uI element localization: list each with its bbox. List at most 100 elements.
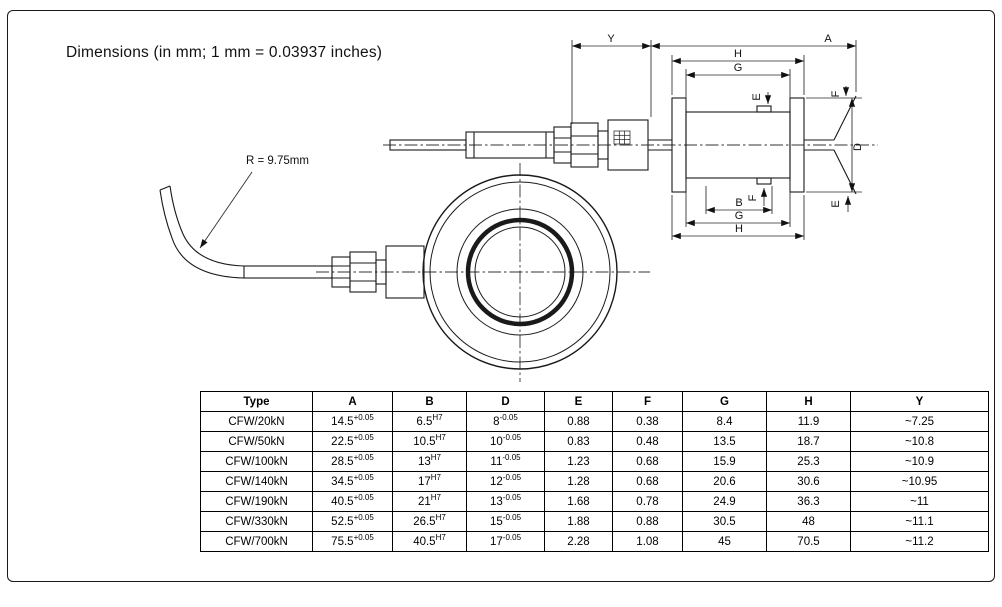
dim-label-G-bottom: G: [735, 210, 744, 222]
table-cell: 15.9: [682, 451, 767, 472]
dim-label-H-bottom: H: [735, 223, 743, 235]
table-cell: 48: [766, 511, 851, 532]
dim-label-E-bottom: E: [830, 200, 842, 207]
table-cell: 17-0.05: [466, 531, 545, 552]
dim-label-B: B: [735, 197, 742, 209]
dim-label-G-top: G: [734, 62, 743, 74]
table-cell: 1.08: [612, 531, 683, 552]
bottom-boss: [756, 177, 772, 185]
table-cell: 1.23: [544, 451, 613, 472]
column-header: B: [392, 391, 467, 412]
table-cell: 36.3: [766, 491, 851, 512]
table-cell: ~11.2: [850, 531, 989, 552]
table-cell: 11.9: [766, 411, 851, 432]
dimension-lines: [571, 40, 862, 240]
table-cell: 22.5+0.05: [312, 431, 393, 452]
table-cell: ~11.1: [850, 511, 989, 532]
table-cell: 13H7: [392, 451, 467, 472]
table-cell: 70.5: [766, 531, 851, 552]
radius-note-text: R = 9.75mm: [246, 155, 309, 167]
table-cell: 10.5H7: [392, 431, 467, 452]
table-cell: 40.5+0.05: [312, 491, 393, 512]
flare-top: [833, 95, 857, 141]
section-view: [648, 95, 857, 195]
column-header: H: [766, 391, 851, 412]
table-cell: ~10.8: [850, 431, 989, 452]
table-cell: 1.68: [544, 491, 613, 512]
connector-block-front: [385, 245, 425, 299]
top-boss: [756, 105, 772, 113]
table-cell: CFW/50kN: [200, 431, 313, 452]
table-cell: 75.5+0.05: [312, 531, 393, 552]
table-cell: 30.5: [682, 511, 767, 532]
center-lines: [316, 144, 878, 382]
table-cell: 8.4: [682, 411, 767, 432]
radius-note: R = 9.75mm: [199, 155, 309, 249]
dim-label-E-top: E: [751, 93, 763, 100]
table-cell: ~7.25: [850, 411, 989, 432]
dimension-labels: Y A H G E F D F E B G H: [607, 33, 864, 235]
table-cell: 0.88: [612, 511, 683, 532]
page-title: Dimensions (in mm; 1 mm = 0.03937 inches…: [66, 44, 383, 61]
table-cell: CFW/330kN: [200, 511, 313, 532]
table-cell: 14.5+0.05: [312, 411, 393, 432]
column-header: Type: [200, 391, 313, 412]
side-view: [389, 119, 649, 171]
table-cell: CFW/20kN: [200, 411, 313, 432]
dim-label-F-bottom: F: [747, 194, 759, 201]
table-cell: 40.5H7: [392, 531, 467, 552]
table-cell: 1.28: [544, 471, 613, 492]
table-cell: 28.5+0.05: [312, 451, 393, 472]
table-cell: 0.83: [544, 431, 613, 452]
dim-label-A: A: [824, 33, 832, 45]
table-cell: 0.68: [612, 451, 683, 472]
table-cell: 30.6: [766, 471, 851, 492]
column-header: A: [312, 391, 393, 412]
table-cell: CFW/100kN: [200, 451, 313, 472]
cable-bend: [159, 185, 245, 279]
column-header: Y: [850, 391, 989, 412]
connector-block: [607, 119, 649, 171]
table-cell: 34.5+0.05: [312, 471, 393, 492]
table-cell: 20.6: [682, 471, 767, 492]
table-cell: 0.78: [612, 491, 683, 512]
table-cell: 25.3: [766, 451, 851, 472]
table-cell: 45: [682, 531, 767, 552]
table-cell: ~10.9: [850, 451, 989, 472]
table-cell: 18.7: [766, 431, 851, 452]
flare-bottom: [833, 149, 857, 195]
table-cell: 0.88: [544, 411, 613, 432]
radius-leader-arrow: [199, 171, 253, 249]
page-border: [7, 10, 995, 582]
right-flange: [789, 97, 805, 193]
table-cell: 52.5+0.05: [312, 511, 393, 532]
table-cell: 8-0.05: [466, 411, 545, 432]
table-cell: ~11: [850, 491, 989, 512]
table-cell: 0.48: [612, 431, 683, 452]
marking-symbol-icon: [613, 130, 631, 145]
column-header: G: [682, 391, 767, 412]
table-cell: CFW/190kN: [200, 491, 313, 512]
table-cell: 2.28: [544, 531, 613, 552]
column-header: F: [612, 391, 683, 412]
table-cell: 24.9: [682, 491, 767, 512]
table-cell: 11-0.05: [466, 451, 545, 472]
table-cell: CFW/700kN: [200, 531, 313, 552]
table-cell: 0.68: [612, 471, 683, 492]
table-cell: 6.5H7: [392, 411, 467, 432]
table-cell: 13-0.05: [466, 491, 545, 512]
table-cell: 12-0.05: [466, 471, 545, 492]
dim-label-H-top: H: [734, 48, 742, 60]
bore-ring: [465, 217, 575, 327]
